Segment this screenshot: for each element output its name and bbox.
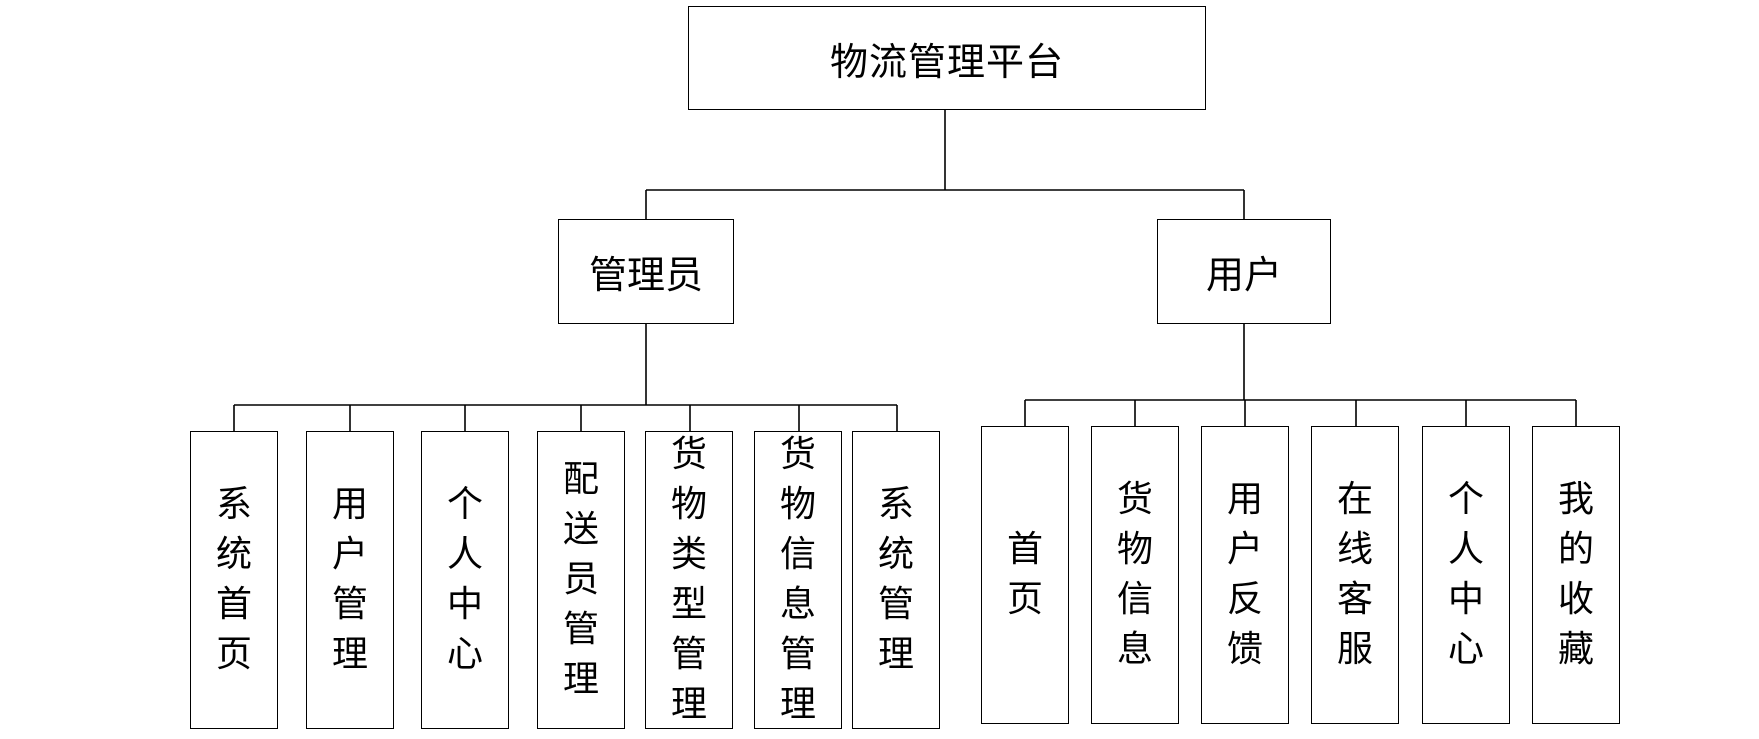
role-label-admin: 管理员	[588, 253, 703, 297]
function-label: 配送员管理	[563, 459, 600, 700]
user-function-node: 用户反馈	[1201, 426, 1289, 724]
admin-function-node: 货物类型管理	[645, 431, 733, 729]
user-function-node: 在线客服	[1311, 426, 1399, 724]
admin-function-node: 配送员管理	[537, 431, 625, 729]
function-label: 用户反馈	[1227, 479, 1264, 670]
function-label: 首页	[1007, 529, 1044, 620]
function-label: 系统管理	[878, 484, 915, 675]
function-label: 货物信息	[1117, 479, 1154, 670]
admin-function-node: 系统首页	[190, 431, 278, 729]
user-function-node: 首页	[981, 426, 1069, 724]
function-label: 个人中心	[447, 484, 484, 675]
function-label: 用户管理	[332, 484, 369, 675]
function-label: 系统首页	[216, 484, 253, 675]
user-function-node: 个人中心	[1422, 426, 1510, 724]
function-label: 个人中心	[1448, 479, 1485, 670]
role-node-user: 用户	[1157, 219, 1331, 324]
function-label: 我的收藏	[1558, 479, 1595, 670]
admin-function-node: 系统管理	[852, 431, 940, 729]
user-function-node: 货物信息	[1091, 426, 1179, 724]
function-label: 在线客服	[1337, 479, 1374, 670]
admin-function-node: 个人中心	[421, 431, 509, 729]
admin-function-node: 用户管理	[306, 431, 394, 729]
role-node-admin: 管理员	[558, 219, 734, 324]
root-label: 物流管理平台	[829, 39, 1064, 84]
admin-function-node: 货物信息管理	[754, 431, 842, 729]
function-label: 货物信息管理	[780, 434, 817, 725]
role-label-user: 用户	[1205, 253, 1282, 297]
user-function-node: 我的收藏	[1532, 426, 1620, 724]
root-node: 物流管理平台	[688, 6, 1206, 110]
function-label: 货物类型管理	[671, 434, 708, 725]
